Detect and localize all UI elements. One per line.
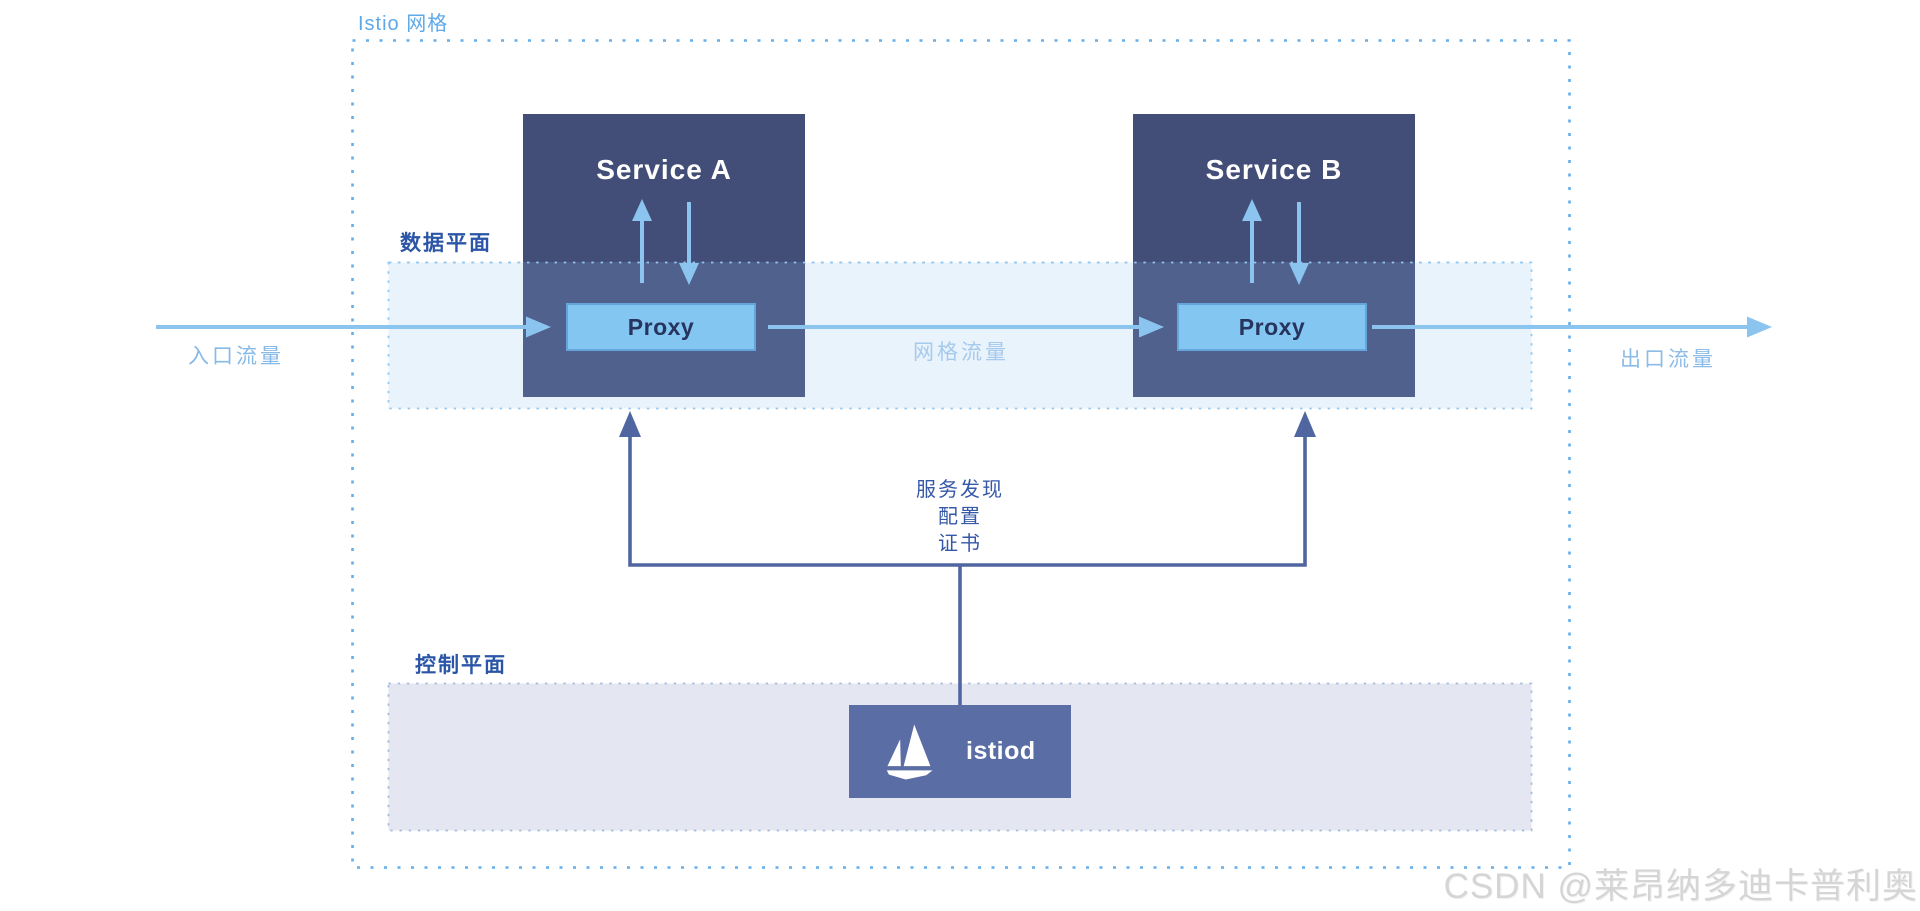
service-a-box: Service A Proxy [523,114,805,397]
mesh-title: Istio 网格 [358,13,449,35]
service-b-box: Service B Proxy [1133,114,1415,397]
control-links-annotation: 服务发现 配置 证书 [860,477,1060,558]
service-a-proxy-box: Proxy [566,303,756,351]
control-connector-lines [619,411,1316,706]
control-link-certificates: 证书 [938,533,982,555]
mesh-traffic-label: 网格流量 [913,340,1009,364]
data-plane-label: 数据平面 [400,231,492,255]
control-link-service-discovery: 服务发现 [916,479,1004,501]
control-arrowhead-right [1294,411,1316,437]
service-b-proxy-box: Proxy [1177,303,1367,351]
csdn-watermark: CSDN @莱昂纳多迪卡普利奥 [1443,867,1918,906]
control-link-configuration: 配置 [938,506,982,528]
istiod-box: istiod [849,705,1071,798]
service-b-name: Service B [1205,154,1343,185]
service-a-name: Service A [596,154,732,185]
mesh-boundary-border [351,39,1571,869]
control-plane-label: 控制平面 [415,653,507,677]
istio-sailboat-logo-icon [886,724,933,779]
ingress-traffic-label: 入口流量 [188,344,284,368]
egress-traffic-label: 出口流量 [1620,347,1716,371]
control-arrowhead-left [619,411,641,437]
istiod-label: istiod [966,737,1036,765]
